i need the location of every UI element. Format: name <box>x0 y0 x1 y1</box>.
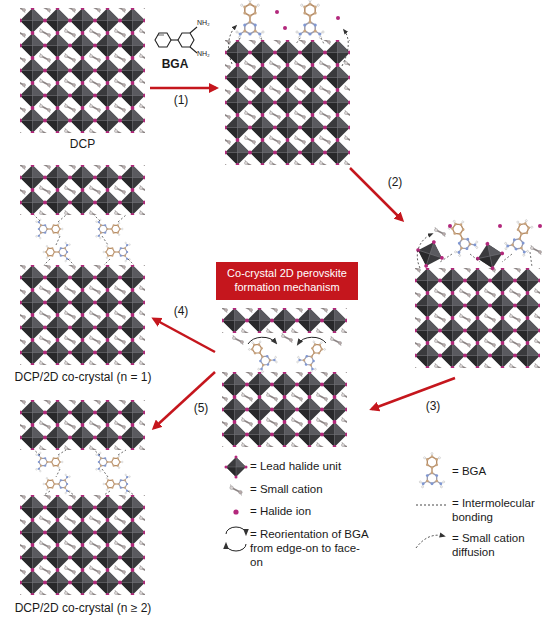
box-text: Co-crystal 2D perovskite formation mecha… <box>222 267 352 295</box>
legend-text: = Intermolecular bonding <box>452 497 548 525</box>
group-label: NH₂ <box>197 50 227 58</box>
title-box: Co-crystal 2D perovskite formation mecha… <box>216 262 358 300</box>
halide-ions <box>448 224 542 228</box>
structure-label: DCP <box>20 138 145 152</box>
step-number: (3) <box>418 400 448 414</box>
perovskite-slab <box>20 8 145 133</box>
cation-diffusion <box>417 234 432 268</box>
legend-text: = Halide ion <box>250 505 400 519</box>
structure-label: DCP/2D co-crystal (n = 1) <box>0 371 166 385</box>
halide-ions <box>275 10 340 30</box>
step-number: (5) <box>186 402 216 416</box>
legend-text: = Small cation <box>250 483 400 497</box>
step-number: (4) <box>166 305 196 319</box>
perovskite-slab <box>20 265 145 365</box>
perovskite-slab <box>222 372 347 447</box>
bga-face-on <box>36 452 131 494</box>
structure-label: DCP/2D co-crystal (n ≥ 2) <box>0 602 166 616</box>
molecule-name: BGA <box>150 58 200 72</box>
perovskite-slab <box>415 268 540 368</box>
step-number: (1) <box>166 94 196 108</box>
bga-formula <box>155 27 197 53</box>
step-number: (2) <box>380 176 410 190</box>
intermolecular-bonds <box>440 252 532 267</box>
legend-text: = Lead halide unit <box>250 460 400 474</box>
small-cations <box>434 227 541 255</box>
perovskite-layer <box>222 308 347 333</box>
legend-text: = Small cation diffusion <box>452 532 548 560</box>
perovskite-slab <box>20 400 145 450</box>
small-cations <box>232 333 341 346</box>
cation-diffusion <box>229 26 349 66</box>
reorientation-arrows <box>248 337 326 344</box>
intermolecular-bonds <box>34 450 134 495</box>
intermolecular-bonds <box>237 38 324 44</box>
perovskite-slab <box>20 165 145 215</box>
intermolecular-bonds <box>34 215 134 265</box>
perovskite-slab <box>20 495 145 595</box>
bga-molecules <box>236 0 324 39</box>
bga-molecules <box>442 215 538 258</box>
bga-molecules <box>243 335 331 374</box>
legend-text: = BGA <box>452 465 548 479</box>
group-label: NH₂ <box>197 19 227 27</box>
process-arrows <box>150 88 455 428</box>
bga-face-on <box>36 219 131 262</box>
perovskite-slab <box>225 40 350 165</box>
legend-text: = Reorientation of BGA from edge-on to f… <box>250 528 368 569</box>
